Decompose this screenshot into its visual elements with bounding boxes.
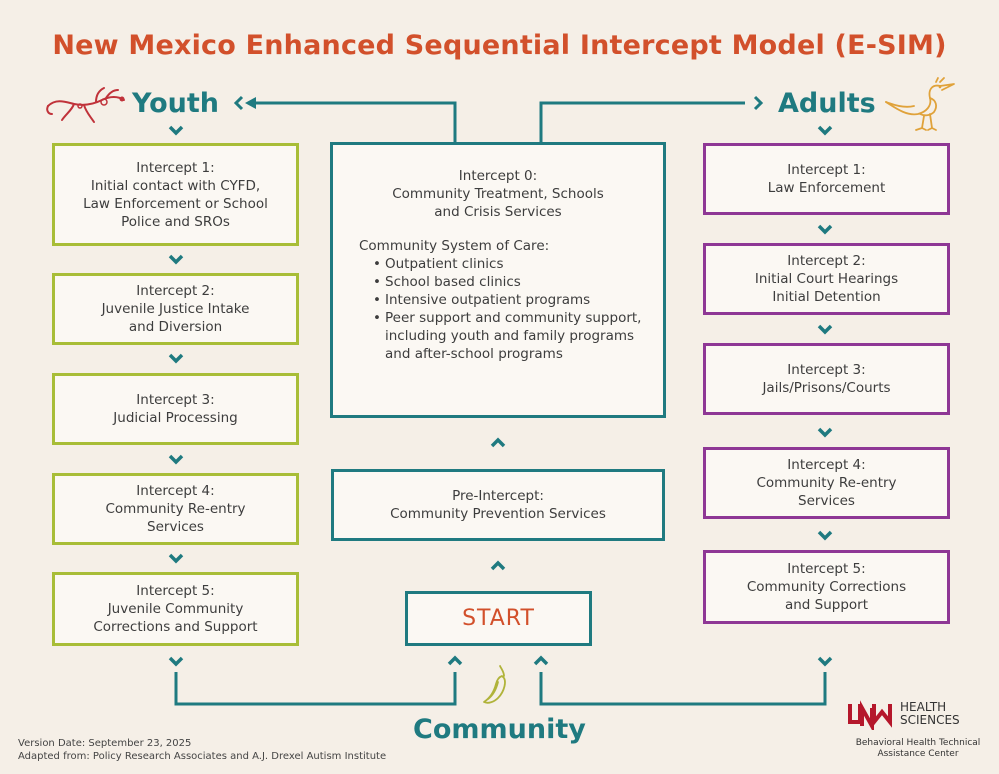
start-box: START bbox=[405, 591, 592, 646]
adult-intercept-5-box: Intercept 5: Community Corrections and S… bbox=[703, 550, 950, 624]
care-title: Community System of Care: bbox=[359, 238, 550, 254]
box-title: Intercept 3: bbox=[136, 392, 215, 408]
system-of-care: Community System of Care: Outpatient cli… bbox=[333, 237, 647, 363]
box-title: Intercept 1: bbox=[136, 159, 215, 176]
chevron-down-icon bbox=[817, 427, 833, 437]
box-line: Initial Court Hearings bbox=[754, 271, 899, 287]
page-title: New Mexico Enhanced Sequential Intercept… bbox=[52, 30, 947, 61]
box-line: Corrections and Support bbox=[93, 619, 258, 635]
chevron-down-icon bbox=[817, 224, 833, 234]
box-title: Intercept 2: bbox=[787, 253, 866, 269]
adapted-from: Adapted from: Policy Research Associates… bbox=[18, 751, 387, 762]
chevron-down-icon bbox=[817, 656, 833, 666]
box-line: Community Re-entry bbox=[756, 475, 897, 491]
chevron-up-icon bbox=[447, 656, 463, 666]
chevron-down-icon bbox=[168, 656, 184, 666]
chevron-up-icon bbox=[533, 656, 549, 666]
chevron-down-icon bbox=[168, 353, 184, 363]
chevron-down-icon bbox=[168, 254, 184, 264]
youth-intercept-4-box: Intercept 4: Community Re-entry Services bbox=[52, 473, 299, 545]
chile-pepper-icon bbox=[483, 665, 506, 704]
youth-intercept-3-box: Intercept 3: Judicial Processing bbox=[52, 373, 299, 445]
youth-intercept-2-box: Intercept 2: Juvenile Justice Intake and… bbox=[52, 273, 299, 345]
unm-logo-icon bbox=[848, 700, 892, 730]
care-list-item: School based clinics bbox=[373, 273, 647, 291]
box-line: Juvenile Community bbox=[107, 601, 244, 617]
chevron-down-icon bbox=[817, 530, 833, 540]
box-title: Intercept 1: bbox=[787, 162, 866, 178]
start-label: START bbox=[462, 605, 535, 631]
box-line: Judicial Processing bbox=[113, 410, 238, 426]
lizard-icon bbox=[46, 87, 125, 123]
roadrunner-icon bbox=[885, 77, 955, 131]
box-line: Services bbox=[798, 493, 855, 509]
adult-intercept-4-box: Intercept 4: Community Re-entry Services bbox=[703, 447, 950, 519]
care-list-item: Outpatient clinics bbox=[373, 255, 647, 273]
box-title: Intercept 3: bbox=[787, 362, 866, 378]
adult-intercept-1-box: Intercept 1: Law Enforcement bbox=[703, 143, 950, 215]
box-title: Intercept 5: bbox=[136, 583, 215, 599]
box-line: and Crisis Services bbox=[434, 204, 562, 220]
box-title: Intercept 4: bbox=[136, 483, 215, 499]
youth-intercept-1-box: Intercept 1: Initial contact with CYFD, … bbox=[52, 143, 299, 246]
box-title: Pre-Intercept: bbox=[452, 488, 544, 504]
box-line: Law Enforcement or School bbox=[83, 195, 268, 212]
logo-line-1: HEALTH bbox=[900, 700, 947, 714]
chevron-down-icon bbox=[168, 125, 184, 135]
box-title: Intercept 4: bbox=[787, 457, 866, 473]
chevron-up-icon bbox=[490, 438, 506, 448]
chevron-down-icon bbox=[168, 553, 184, 563]
adult-intercept-2-box: Intercept 2: Initial Court Hearings Init… bbox=[703, 243, 950, 315]
logo-subline-1: Behavioral Health Technical bbox=[855, 738, 981, 748]
box-line: Law Enforcement bbox=[767, 180, 886, 196]
logo-subline-2: Assistance Center bbox=[877, 749, 959, 759]
box-line: Initial contact with CYFD, bbox=[90, 177, 261, 194]
logo-line-2: SCIENCES bbox=[900, 713, 960, 727]
box-title: Intercept 2: bbox=[136, 283, 215, 299]
chevron-up-icon bbox=[490, 561, 506, 571]
care-list-item: Peer support and community support, incl… bbox=[373, 309, 647, 363]
chevron-down-icon bbox=[817, 125, 833, 135]
box-line: Services bbox=[147, 519, 204, 535]
youth-intercept-5-box: Intercept 5: Juvenile Community Correcti… bbox=[52, 572, 299, 646]
box-line: and Diversion bbox=[128, 319, 223, 335]
chevron-down-icon bbox=[168, 454, 184, 464]
box-line: Initial Detention bbox=[772, 289, 881, 305]
chevron-down-icon bbox=[817, 324, 833, 334]
adults-heading: Adults bbox=[778, 88, 876, 119]
box-title: Intercept 0: bbox=[458, 168, 538, 184]
box-line: Community Corrections bbox=[746, 579, 907, 595]
box-title: Intercept 5: bbox=[787, 561, 866, 577]
box-line: Community Treatment, Schools bbox=[392, 186, 604, 202]
pre-intercept-box: Pre-Intercept: Community Prevention Serv… bbox=[331, 469, 665, 541]
care-list-item: Intensive outpatient programs bbox=[373, 291, 647, 309]
box-line: Jails/Prisons/Courts bbox=[762, 380, 891, 396]
community-heading: Community bbox=[413, 714, 586, 745]
version-date: Version Date: September 23, 2025 bbox=[18, 738, 192, 749]
adult-intercept-3-box: Intercept 3: Jails/Prisons/Courts bbox=[703, 343, 950, 415]
box-line: Community Re-entry bbox=[105, 501, 246, 517]
intercept-0-box: Intercept 0: Community Treatment, School… bbox=[330, 142, 666, 418]
box-line: Community Prevention Services bbox=[390, 506, 606, 522]
care-list: Outpatient clinics School based clinics … bbox=[359, 255, 647, 363]
youth-heading: Youth bbox=[132, 88, 219, 119]
box-line: Police and SROs bbox=[121, 213, 230, 230]
box-line: and Support bbox=[784, 597, 869, 613]
box-line: Juvenile Justice Intake bbox=[101, 301, 250, 317]
